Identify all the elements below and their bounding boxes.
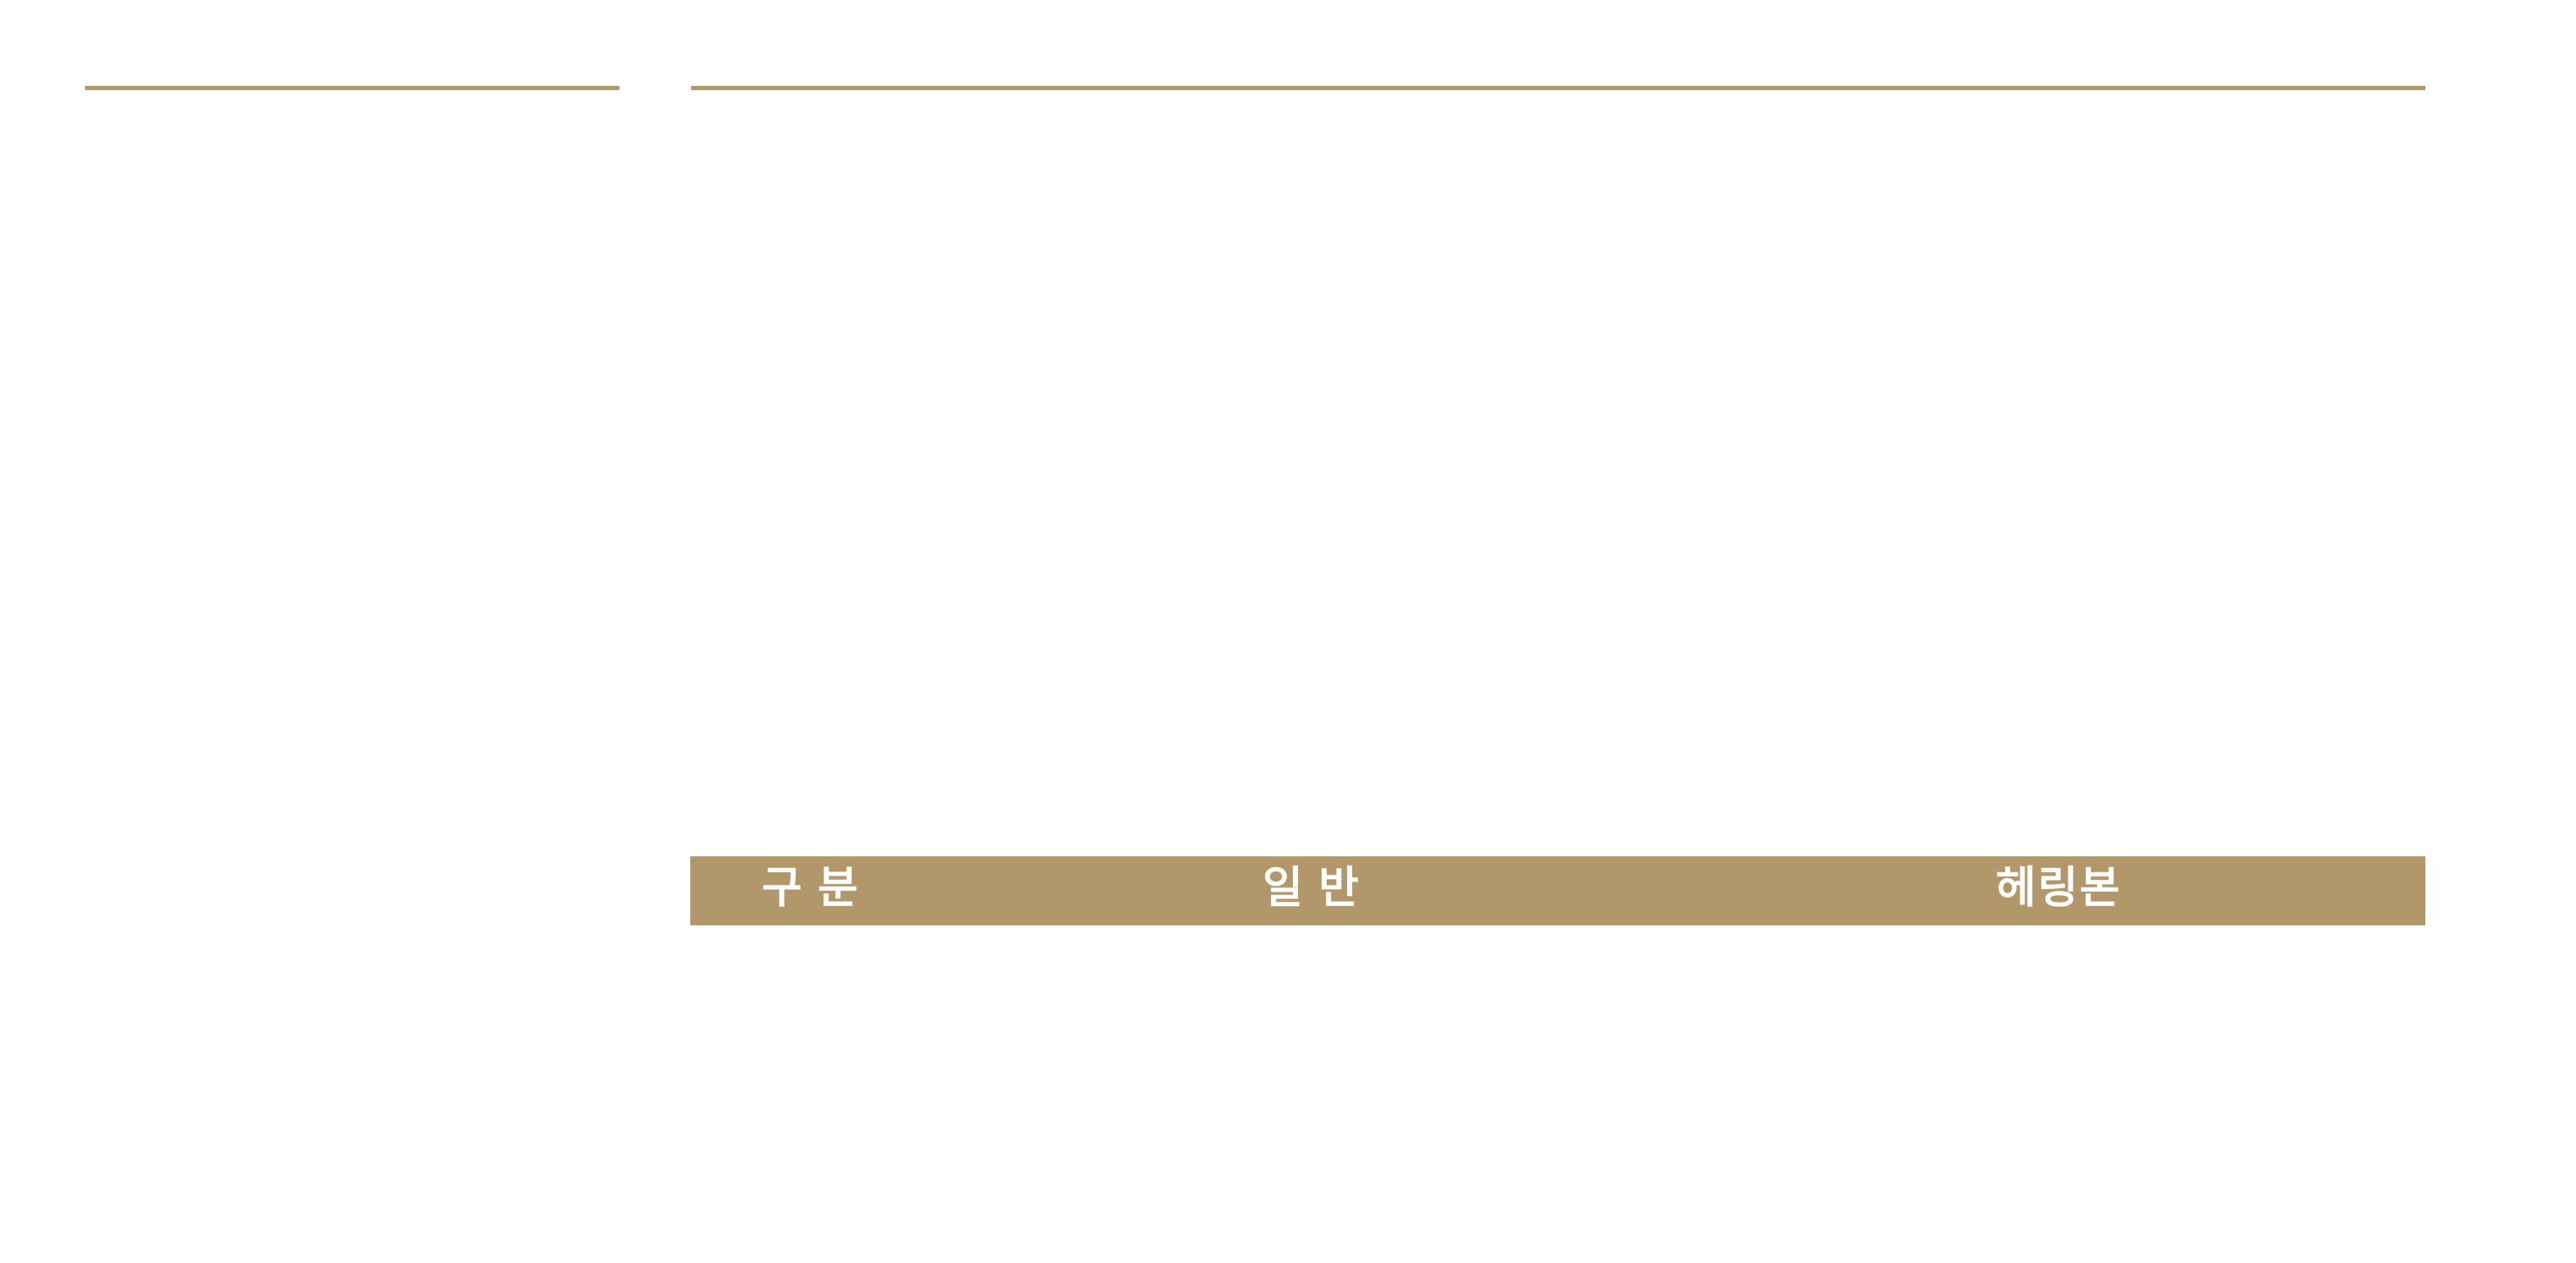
table-header-cell-category: 구 분 — [761, 864, 860, 913]
top-rule-right — [691, 86, 2425, 90]
table-header-row: 구 분 일 반 헤링본 — [690, 856, 2425, 925]
table-header-cell-herringbone: 헤링본 — [1995, 864, 2122, 913]
top-rule-left — [85, 86, 620, 90]
table-header-cell-general: 일 반 — [1262, 864, 1361, 913]
